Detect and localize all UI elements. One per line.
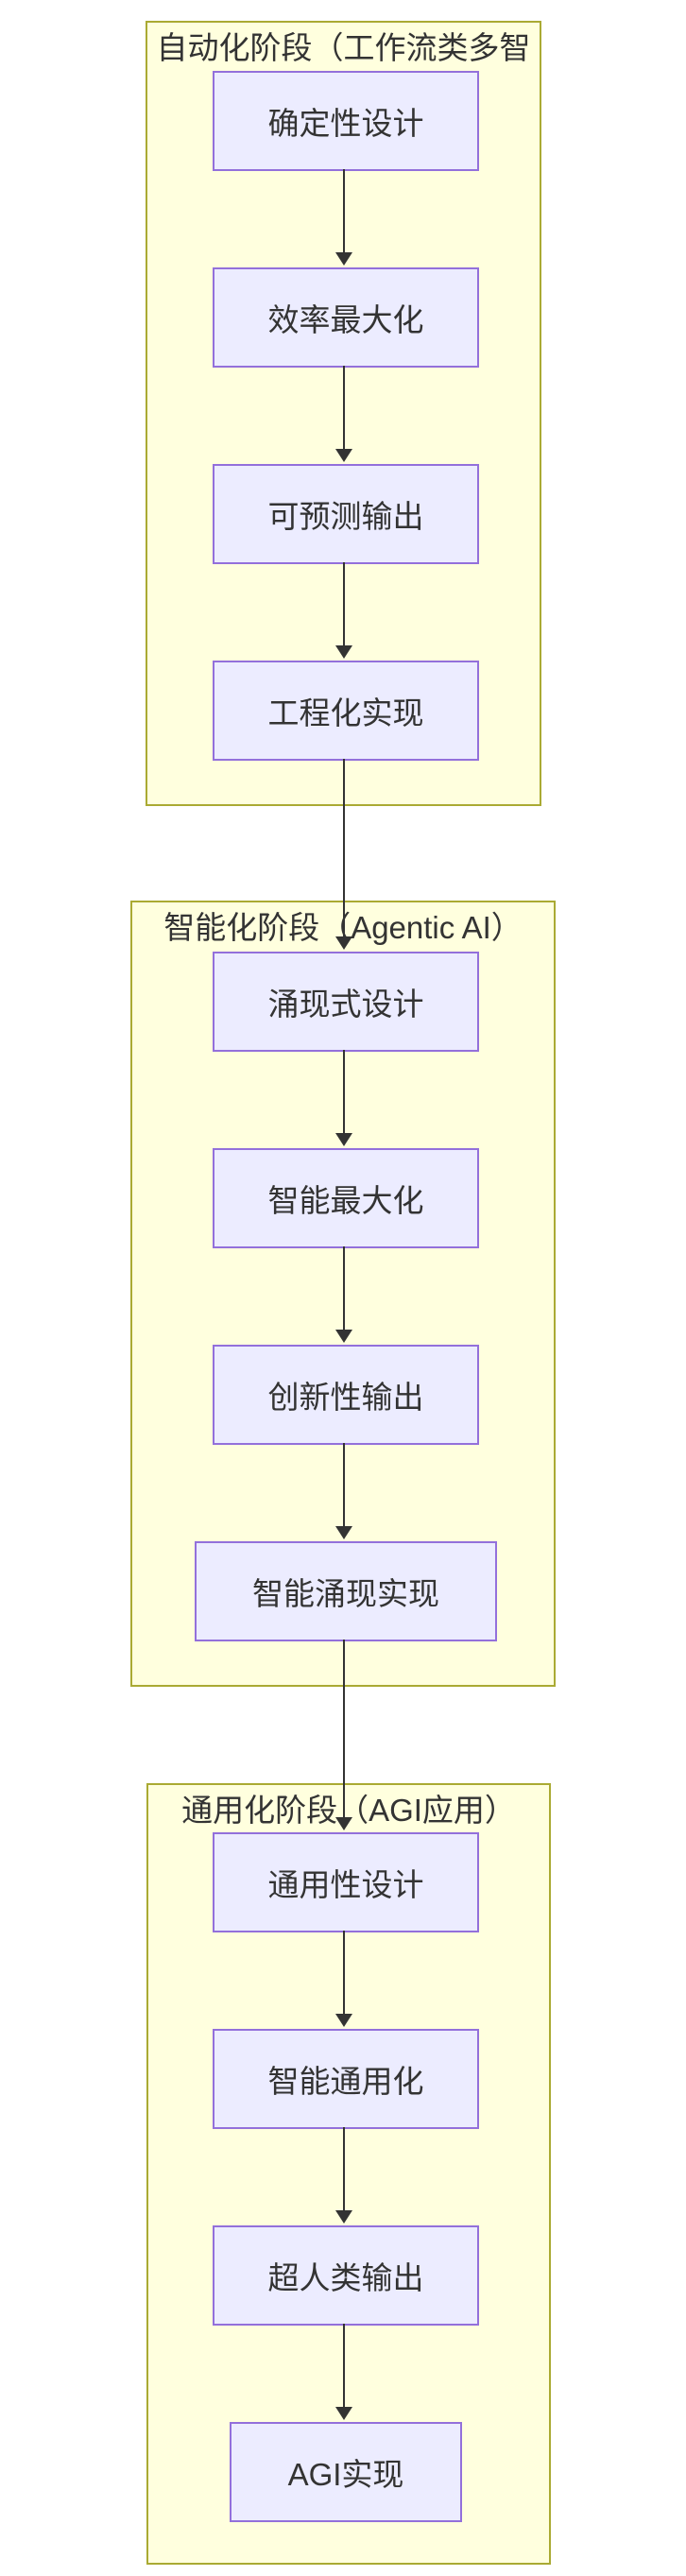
arrowhead-icon [335,2014,352,2027]
edge-line [343,2127,345,2213]
node-intelligence-generalization: 智能通用化 [213,2029,479,2129]
node-intelligence-emergence-implementation: 智能涌现实现 [195,1541,497,1641]
stage-cluster-agentic-ai: 智能化阶段（Agentic AI） 涌现式设计 智能最大化 创新性输出 智能涌现… [130,901,556,1687]
node-label: 创新性输出 [267,1380,424,1415]
edge-line [343,1050,345,1136]
node-label: 通用性设计 [267,1867,424,1902]
edge-line [343,1246,345,1332]
edge-line [343,1443,345,1529]
node-label: 确定性设计 [267,106,424,141]
node-label: 智能最大化 [267,1183,424,1218]
node-label: 智能通用化 [267,2064,424,2099]
node-deterministic-design: 确定性设计 [213,71,479,171]
node-superhuman-output: 超人类输出 [213,2225,479,2326]
edge-stage3-node3-to-node4 [335,2324,352,2420]
node-label: 效率最大化 [267,302,424,337]
edge-stage3-node2-to-node3 [335,2127,352,2224]
edge-line [343,759,345,939]
edge-line [343,1931,345,2017]
arrowhead-icon [335,936,352,950]
node-label: 可预测输出 [267,499,424,534]
stage-cluster-automation: 自动化阶段（工作流类多智 确定性设计 效率最大化 可预测输出 工程化实现 [146,21,541,806]
arrowhead-icon [335,1526,352,1539]
node-label: 涌现式设计 [267,987,424,1022]
arrowhead-icon [335,645,352,659]
stage-cluster-agi: 通用化阶段（AGI应用） 通用性设计 智能通用化 超人类输出 AGI实现 [146,1783,551,2565]
arrowhead-icon [335,1817,352,1830]
node-general-design: 通用性设计 [213,1832,479,1932]
node-label: AGI实现 [287,2457,404,2492]
node-efficiency-maximization: 效率最大化 [213,267,479,368]
arrowhead-icon [335,449,352,462]
arrowhead-icon [335,2407,352,2420]
stage-title-automation: 自动化阶段（工作流类多智 [156,30,531,65]
edge-stage2-node3-to-node4 [335,1443,352,1539]
arrowhead-icon [335,2210,352,2224]
edge-stage1-to-stage2 [335,759,352,950]
edge-line [343,366,345,452]
arrowhead-icon [335,1133,352,1146]
arrowhead-icon [335,1330,352,1343]
node-label: 超人类输出 [267,2260,424,2295]
node-agi-realization: AGI实现 [230,2422,462,2522]
edge-stage1-node1-to-node2 [335,169,352,266]
node-predictable-output: 可预测输出 [213,464,479,564]
node-emergent-design: 涌现式设计 [213,952,479,1052]
node-innovative-output: 创新性输出 [213,1345,479,1445]
node-engineering-implementation: 工程化实现 [213,661,479,761]
edge-stage2-to-stage3 [335,1640,352,1830]
edge-line [343,169,345,255]
edge-line [343,2324,345,2410]
edge-line [343,1640,345,1820]
node-intelligence-maximization: 智能最大化 [213,1148,479,1248]
edge-stage2-node1-to-node2 [335,1050,352,1146]
edge-stage1-node2-to-node3 [335,366,352,462]
edge-stage2-node2-to-node3 [335,1246,352,1343]
edge-line [343,562,345,648]
node-label: 智能涌现实现 [252,1576,439,1611]
arrowhead-icon [335,252,352,266]
edge-stage3-node1-to-node2 [335,1931,352,2027]
edge-stage1-node3-to-node4 [335,562,352,659]
node-label: 工程化实现 [267,696,424,730]
